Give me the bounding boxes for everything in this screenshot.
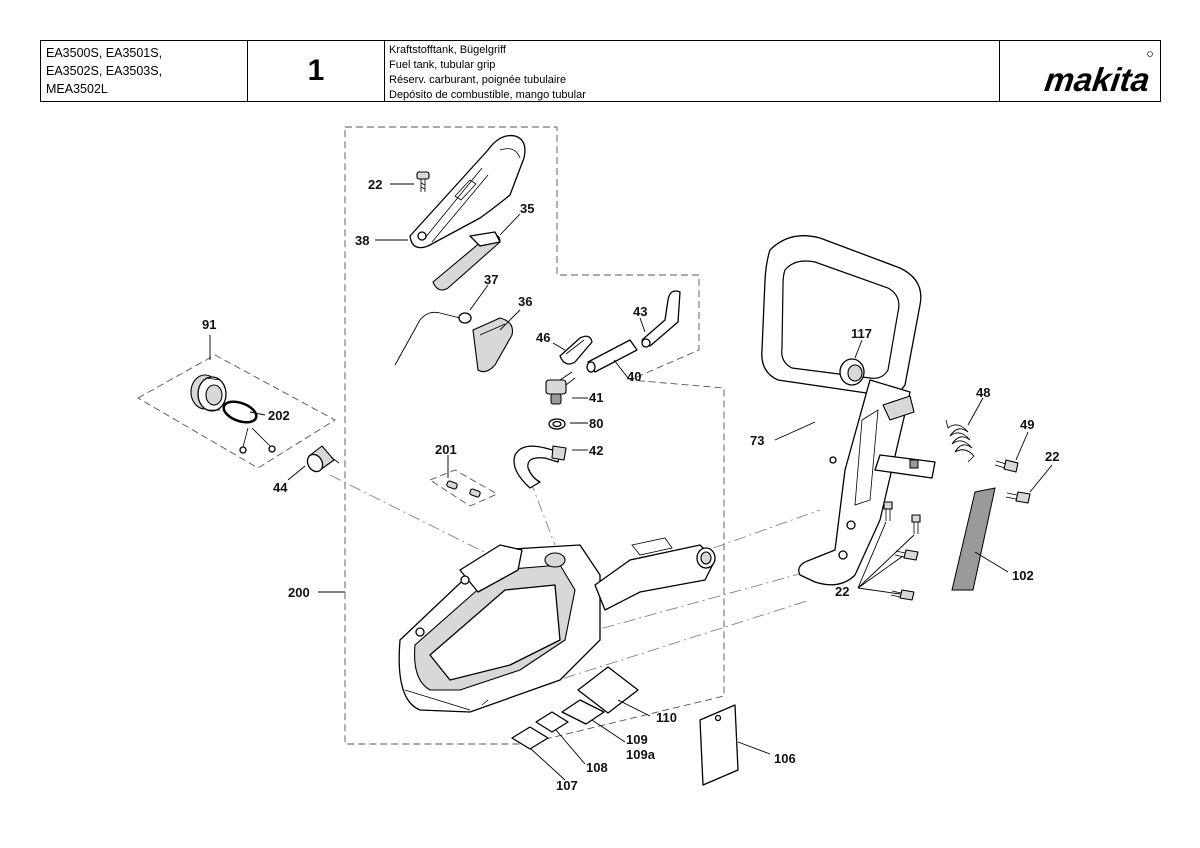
registered-mark	[1147, 51, 1153, 57]
model-line-1: EA3500S, EA3501S,	[46, 46, 163, 60]
tank-assembly-boundary	[344, 126, 725, 745]
makita-logo: makita	[1042, 51, 1153, 99]
part-35-grip-insert	[432, 231, 501, 291]
part-106-hole	[714, 714, 722, 722]
part-117-bushing	[839, 358, 865, 386]
part-40-hose	[586, 339, 638, 373]
fastener-group-boundary	[429, 469, 498, 507]
callout-108: 108	[586, 760, 608, 775]
callout-42: 42	[589, 443, 603, 458]
brand-cell: makita	[1000, 41, 1160, 101]
model-list: EA3500S, EA3501S, EA3502S, EA3503S, MEA3…	[41, 41, 248, 101]
callout-201: 201	[435, 442, 457, 457]
part-200-fuel-tank	[398, 537, 716, 713]
callout-43: 43	[633, 304, 647, 319]
callout-36: 36	[518, 294, 532, 309]
section-titles: Kraftstofftank, Bügelgriff Fuel tank, tu…	[385, 41, 1000, 101]
axis-line-cap	[329, 474, 541, 581]
part-80-o-ring-inner	[552, 420, 562, 428]
part-42-fuel-hose	[513, 445, 567, 489]
title-spanish: Depósito de combustible, mango tubular	[389, 89, 586, 101]
callout-35: 35	[520, 201, 534, 216]
callout-41: 41	[589, 390, 603, 405]
callout-102: 102	[1012, 568, 1034, 583]
axis-line-labels	[479, 599, 811, 706]
part-38-grip-cover	[409, 134, 526, 249]
callout-labels: 22 38 35 37 36 91 202 44 201 200 46 43 4…	[202, 177, 1059, 793]
callout-110: 110	[656, 710, 677, 725]
part-37-spring-wire	[394, 311, 472, 366]
callout-22-top: 22	[368, 177, 382, 192]
part-46-bracket	[559, 335, 593, 365]
page-number: 1	[248, 41, 385, 101]
part-202-cap-seal	[222, 400, 276, 454]
callout-109: 109	[626, 732, 648, 747]
part-102-grip-sleeve	[951, 487, 996, 591]
callout-48: 48	[976, 385, 990, 400]
callout-44: 44	[273, 480, 288, 495]
callout-200: 200	[288, 585, 310, 600]
part-22-screws-handle	[883, 491, 1031, 601]
callout-109a: 109a	[626, 747, 656, 762]
callout-91: 91	[202, 317, 216, 332]
part-109-label	[561, 699, 605, 725]
callout-40: 40	[627, 369, 641, 384]
axis-line-hose	[529, 479, 556, 546]
part-107-label	[511, 726, 549, 750]
part-49-screw	[994, 459, 1019, 473]
part-73-tubular-handle	[761, 235, 936, 586]
callout-117: 117	[851, 326, 872, 341]
model-line-3: MEA3502L	[46, 82, 108, 96]
title-block: EA3500S, EA3501S, EA3502S, EA3503S, MEA3…	[40, 40, 1161, 102]
callout-73: 73	[750, 433, 764, 448]
part-41-valve	[545, 371, 576, 405]
callout-49: 49	[1020, 417, 1034, 432]
callout-37: 37	[484, 272, 498, 287]
brand-wordmark: makita	[1042, 62, 1152, 99]
title-french: Réserv. carburant, poignée tubulaire	[389, 74, 567, 86]
part-91-fuel-cap	[190, 374, 227, 412]
title-english: Fuel tank, tubular grip	[389, 59, 496, 71]
title-german: Kraftstofftank, Bügelgriff	[389, 44, 506, 56]
part-48-spring	[945, 419, 975, 463]
callout-38: 38	[355, 233, 369, 248]
callout-22-bottom: 22	[835, 584, 849, 599]
callout-22-right: 22	[1045, 449, 1059, 464]
callout-106: 106	[774, 751, 796, 766]
part-110-label	[577, 666, 639, 714]
callout-46: 46	[536, 330, 550, 345]
part-22-screw-top	[416, 171, 430, 192]
part-106-label	[699, 704, 739, 786]
callout-80: 80	[589, 416, 603, 431]
model-line-2: EA3502S, EA3503S,	[46, 64, 163, 78]
axis-line-handle-upper	[609, 509, 821, 586]
callout-202: 202	[268, 408, 290, 423]
fuel-cap-group-boundary	[137, 354, 336, 469]
part-108-label	[535, 711, 569, 733]
leader-lines	[209, 183, 1053, 781]
callout-107: 107	[556, 778, 578, 793]
part-43-hose	[641, 290, 681, 348]
part-44-fuel-filter	[306, 445, 340, 473]
part-36-throttle-lever	[472, 317, 514, 373]
part-201-grommets	[446, 480, 481, 498]
